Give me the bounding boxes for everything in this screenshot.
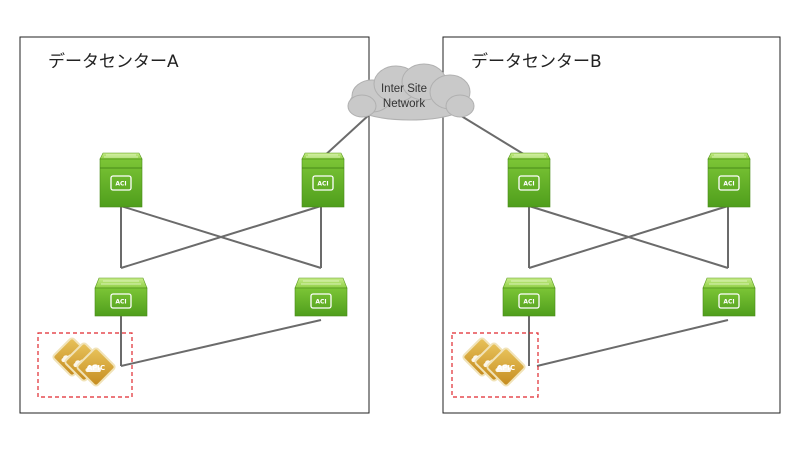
aci-label: ACI [315,299,326,306]
apic-label: APIC [497,364,515,372]
links [120,113,729,367]
aci-label: ACI [115,299,126,306]
apic-cluster-b: APIC [461,336,527,388]
datacenter-a-title: データセンターA [48,51,179,72]
leaf-switch-b2: ACI [702,277,756,317]
aci-label: ACI [723,299,734,306]
leaf-switch-a2: ACI [294,277,348,317]
inter-site-network-cloud: Inter Site Network [347,63,475,121]
aci-label: ACI [723,181,734,188]
cloud-label-line2: Network [383,98,425,110]
leaf-switch-a1: ACI [94,277,148,317]
spine-switch-a1: ACI [99,152,143,208]
aci-label: ACI [523,181,534,188]
datacenter-b-title: データセンターB [471,51,602,72]
spine-switch-b2: ACI [707,152,751,208]
aci-label: ACI [115,181,126,188]
datacenter-b-box [442,36,781,414]
apic-label: APIC [87,364,105,372]
apic-cluster-a-border [37,332,133,398]
datacenter-a-box [19,36,370,414]
aci-label: ACI [523,299,534,306]
spine-switch-a2: ACI [301,152,345,208]
aci-label: ACI [317,181,328,188]
apic-cluster-a: APIC [51,336,117,388]
spine-switch-b1: ACI [507,152,551,208]
apic-cluster-b-border [451,332,539,398]
leaf-switch-b1: ACI [502,277,556,317]
cloud-label-line1: Inter Site [381,83,427,95]
